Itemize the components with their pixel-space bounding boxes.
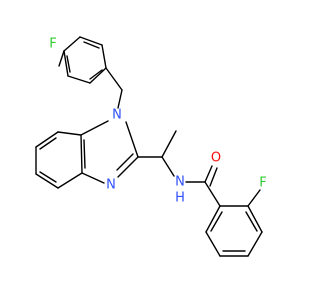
bond <box>117 156 139 178</box>
bond <box>117 89 123 109</box>
bond <box>89 67 107 84</box>
bond <box>39 171 57 183</box>
molecule-diagram: F N N N H O F <box>35 36 267 257</box>
bond <box>83 139 86 169</box>
bond <box>89 69 103 80</box>
bond <box>116 153 134 171</box>
bond <box>63 50 69 77</box>
bond <box>161 156 175 177</box>
atom-label-nitrogen: N <box>106 178 116 193</box>
bond <box>125 121 139 158</box>
bond <box>83 41 100 49</box>
bond <box>247 205 263 233</box>
bond <box>80 120 109 136</box>
bond <box>63 36 81 52</box>
structure-canvas: F N N N H O F <box>35 36 267 257</box>
bond <box>67 75 91 84</box>
bond <box>247 231 263 257</box>
bond <box>205 231 221 257</box>
bond <box>57 172 83 189</box>
bonds <box>35 36 263 257</box>
bond <box>205 205 221 233</box>
bond <box>247 189 261 207</box>
bond <box>81 172 105 184</box>
atom-label-nitrogen: N <box>175 175 185 190</box>
bond <box>204 165 213 183</box>
bond <box>79 36 103 46</box>
atom-label-nitrogen: N <box>112 108 122 123</box>
bond <box>35 131 59 148</box>
bond <box>58 50 65 67</box>
bond <box>101 44 107 69</box>
atom-label-fluorine: F <box>259 176 266 191</box>
bond <box>57 131 82 136</box>
bond <box>209 167 218 187</box>
bond <box>80 134 83 174</box>
atom-label-oxygen: O <box>211 151 221 166</box>
bond <box>39 137 57 150</box>
atom-label-fluorine: F <box>49 37 56 52</box>
bond <box>161 130 177 158</box>
bond <box>204 181 221 207</box>
bond <box>210 211 223 232</box>
bond <box>245 211 258 232</box>
bond <box>105 67 123 91</box>
bond <box>35 173 59 189</box>
bond <box>66 55 71 73</box>
atom-labels: F N N N H O F <box>49 37 266 206</box>
atom-label-hydrogen: H <box>175 191 185 206</box>
